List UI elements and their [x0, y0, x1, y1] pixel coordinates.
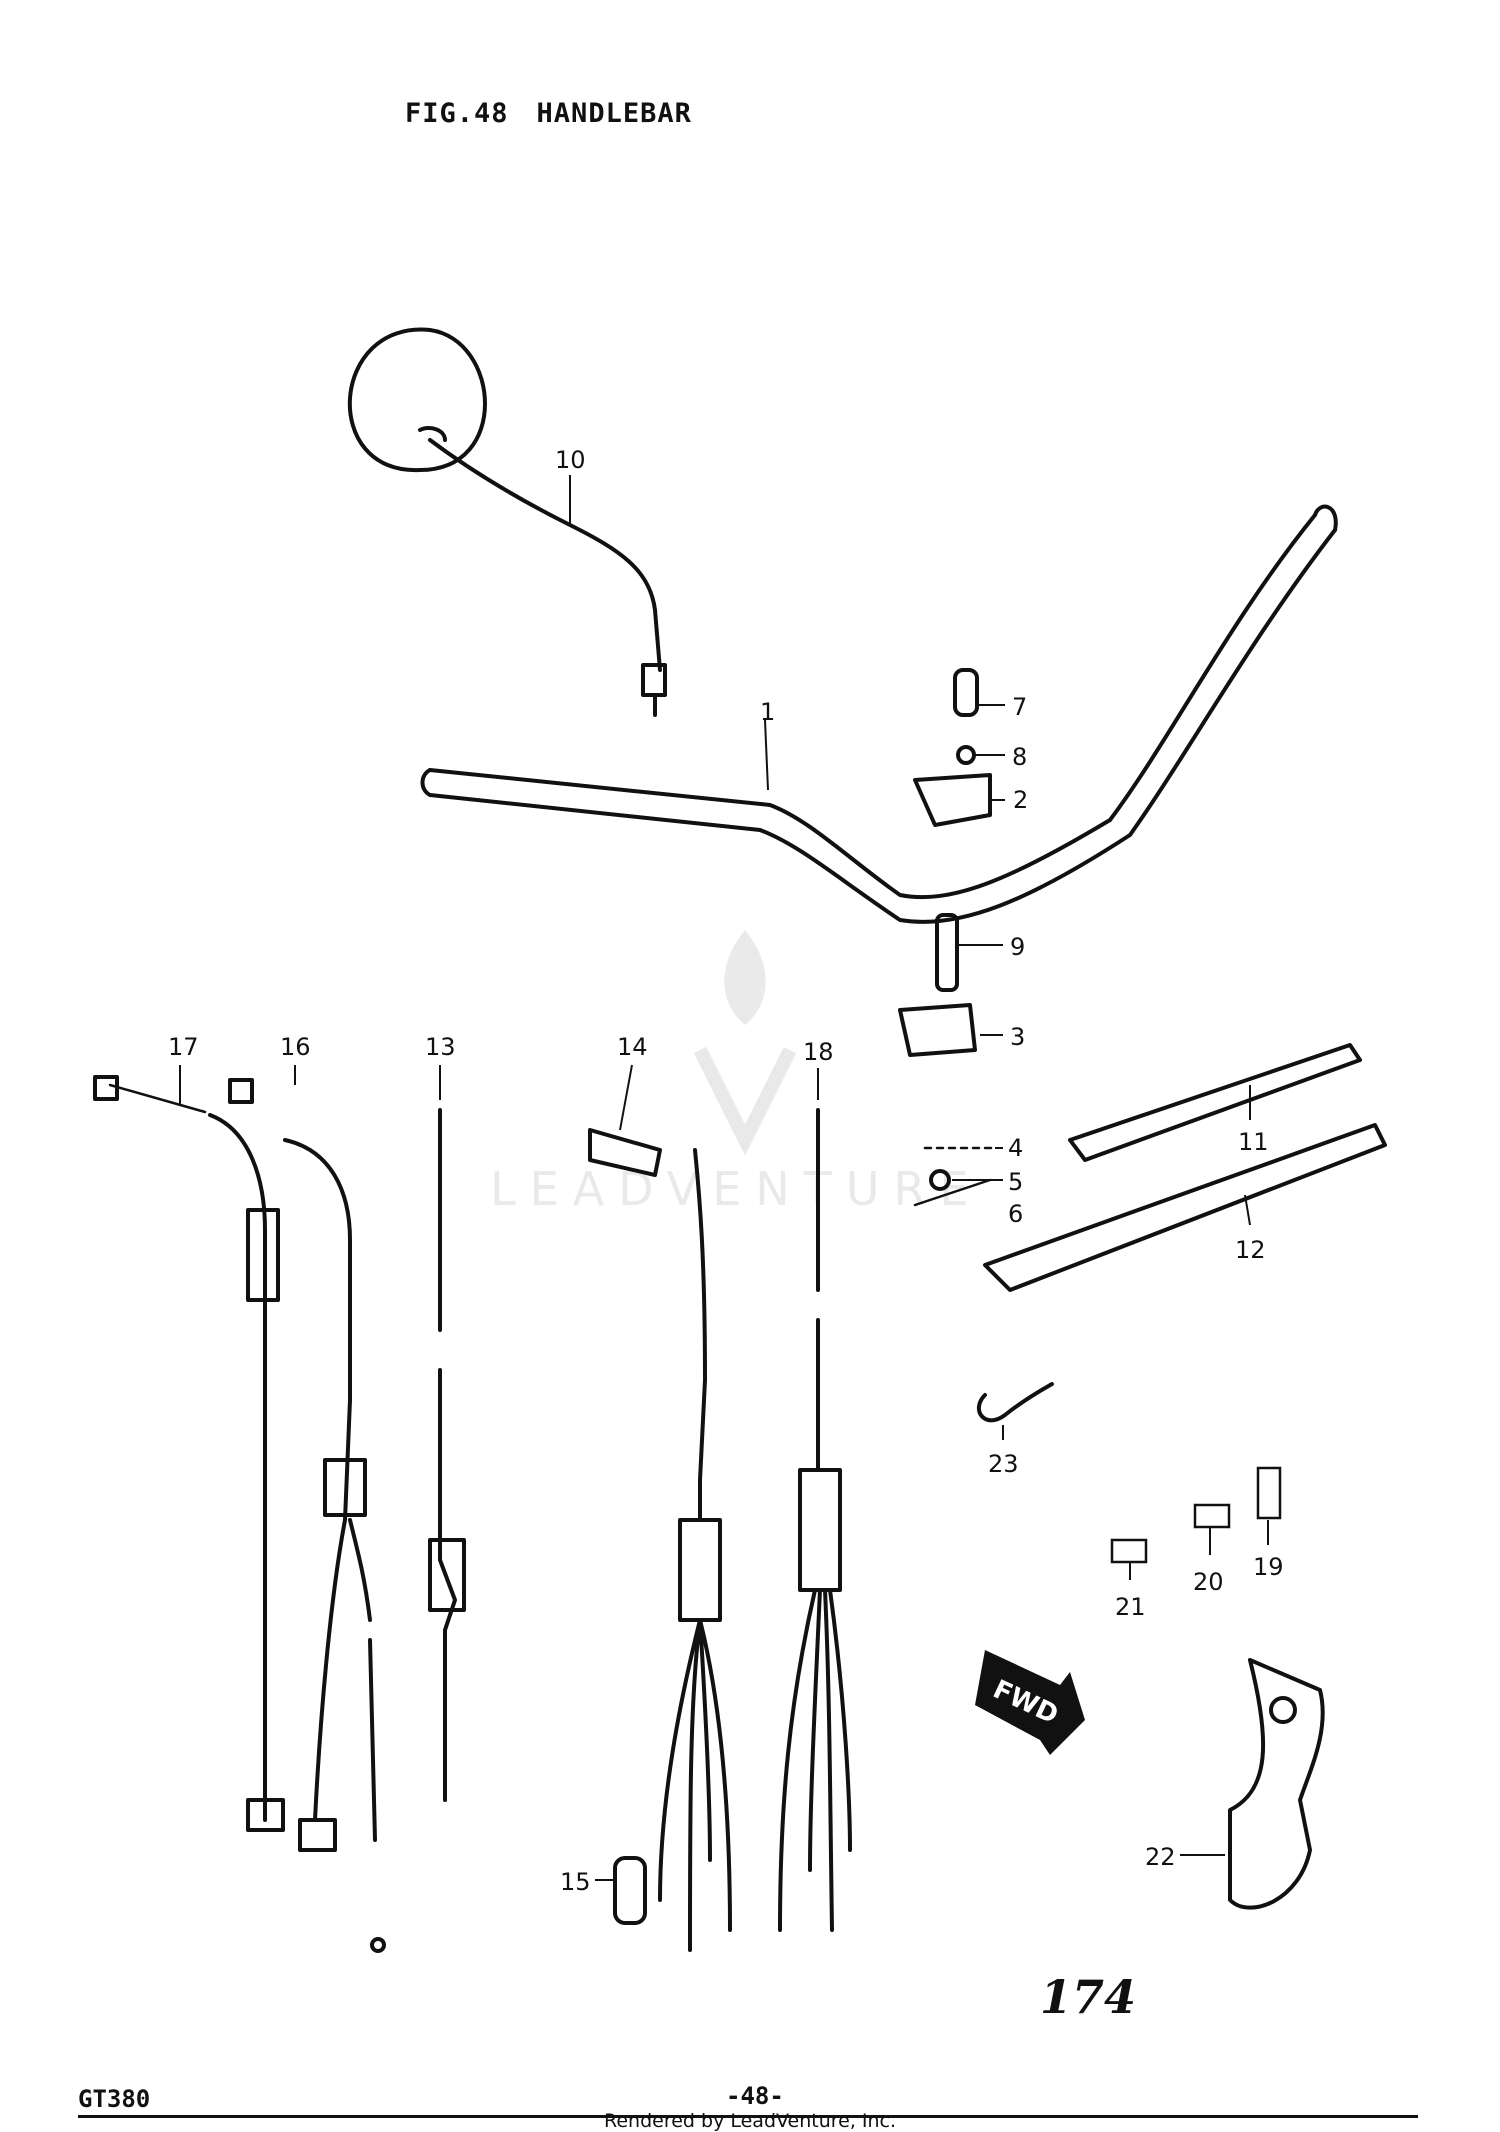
figure-name: HANDLEBAR — [536, 98, 692, 129]
callout-5: 5 — [1008, 1168, 1023, 1196]
part-strip-11 — [1068, 1043, 1362, 1162]
callout-12: 12 — [1235, 1236, 1266, 1264]
callout-13: 13 — [425, 1033, 456, 1061]
part-harness-18 — [778, 1108, 852, 1932]
callout-4: 4 — [1008, 1134, 1023, 1162]
part-fittings-19-21 — [1110, 1466, 1282, 1564]
callout-14: 14 — [617, 1033, 648, 1061]
fwd-arrow-icon: FWD — [975, 1650, 1085, 1755]
footer-model: GT380 — [78, 2085, 151, 2113]
callout-19: 19 — [1253, 1553, 1284, 1581]
part-small-4-5-6 — [913, 1146, 997, 1207]
callout-17: 17 — [168, 1033, 199, 1061]
part-cable-16 — [228, 1078, 386, 1953]
callout-3: 3 — [1010, 1023, 1025, 1051]
callout-21: 21 — [1115, 1593, 1146, 1621]
part-bracket-22 — [1228, 1658, 1325, 1910]
figure-title: FIG.48 HANDLEBAR — [405, 98, 692, 129]
callout-16: 16 — [280, 1033, 311, 1061]
footer-rule — [78, 2115, 1418, 2118]
part-cable-17 — [93, 1075, 285, 1832]
handwritten-page-number: 174 — [1040, 1970, 1137, 2024]
callout-20: 20 — [1193, 1568, 1224, 1596]
figure-label: FIG.48 — [405, 98, 509, 129]
footer-credit: Rendered by LeadVenture, Inc. — [604, 2110, 897, 2132]
leadventure-watermark: LEADVENTURE — [490, 930, 983, 1216]
callout-6: 6 — [1008, 1200, 1023, 1228]
watermark-text: LEADVENTURE — [490, 1162, 983, 1216]
callout-23: 23 — [988, 1450, 1019, 1478]
part-strip-12 — [983, 1123, 1387, 1292]
callout-1: 1 — [760, 698, 775, 726]
callout-22: 22 — [1145, 1843, 1176, 1871]
callout-7: 7 — [1012, 693, 1027, 721]
callout-2: 2 — [1013, 786, 1028, 814]
part-washer-8 — [956, 745, 976, 765]
callout-18: 18 — [803, 1038, 834, 1066]
part-harness-14 — [658, 1148, 732, 1952]
part-mirror — [347, 327, 667, 717]
part-clamp-3 — [898, 1003, 977, 1057]
part-switch-14 — [588, 1128, 662, 1177]
part-bolt-9 — [935, 913, 959, 992]
callout-9: 9 — [1010, 933, 1025, 961]
part-holder-2 — [913, 773, 992, 827]
footer-page-number: -48- — [726, 2082, 784, 2110]
part-wire-13 — [428, 1108, 466, 1802]
callout-10: 10 — [555, 446, 586, 474]
part-sleeve-15 — [613, 1856, 647, 1925]
part-clip-23 — [977, 1382, 1054, 1423]
part-bolt-7 — [953, 668, 979, 717]
callout-11: 11 — [1238, 1128, 1269, 1156]
callout-15: 15 — [560, 1868, 591, 1896]
callout-labels: 1 2 3 4 5 6 7 8 9 10 11 12 13 14 15 16 1… — [168, 446, 1284, 1896]
part-handlebar — [420, 504, 1338, 924]
callout-8: 8 — [1012, 743, 1027, 771]
